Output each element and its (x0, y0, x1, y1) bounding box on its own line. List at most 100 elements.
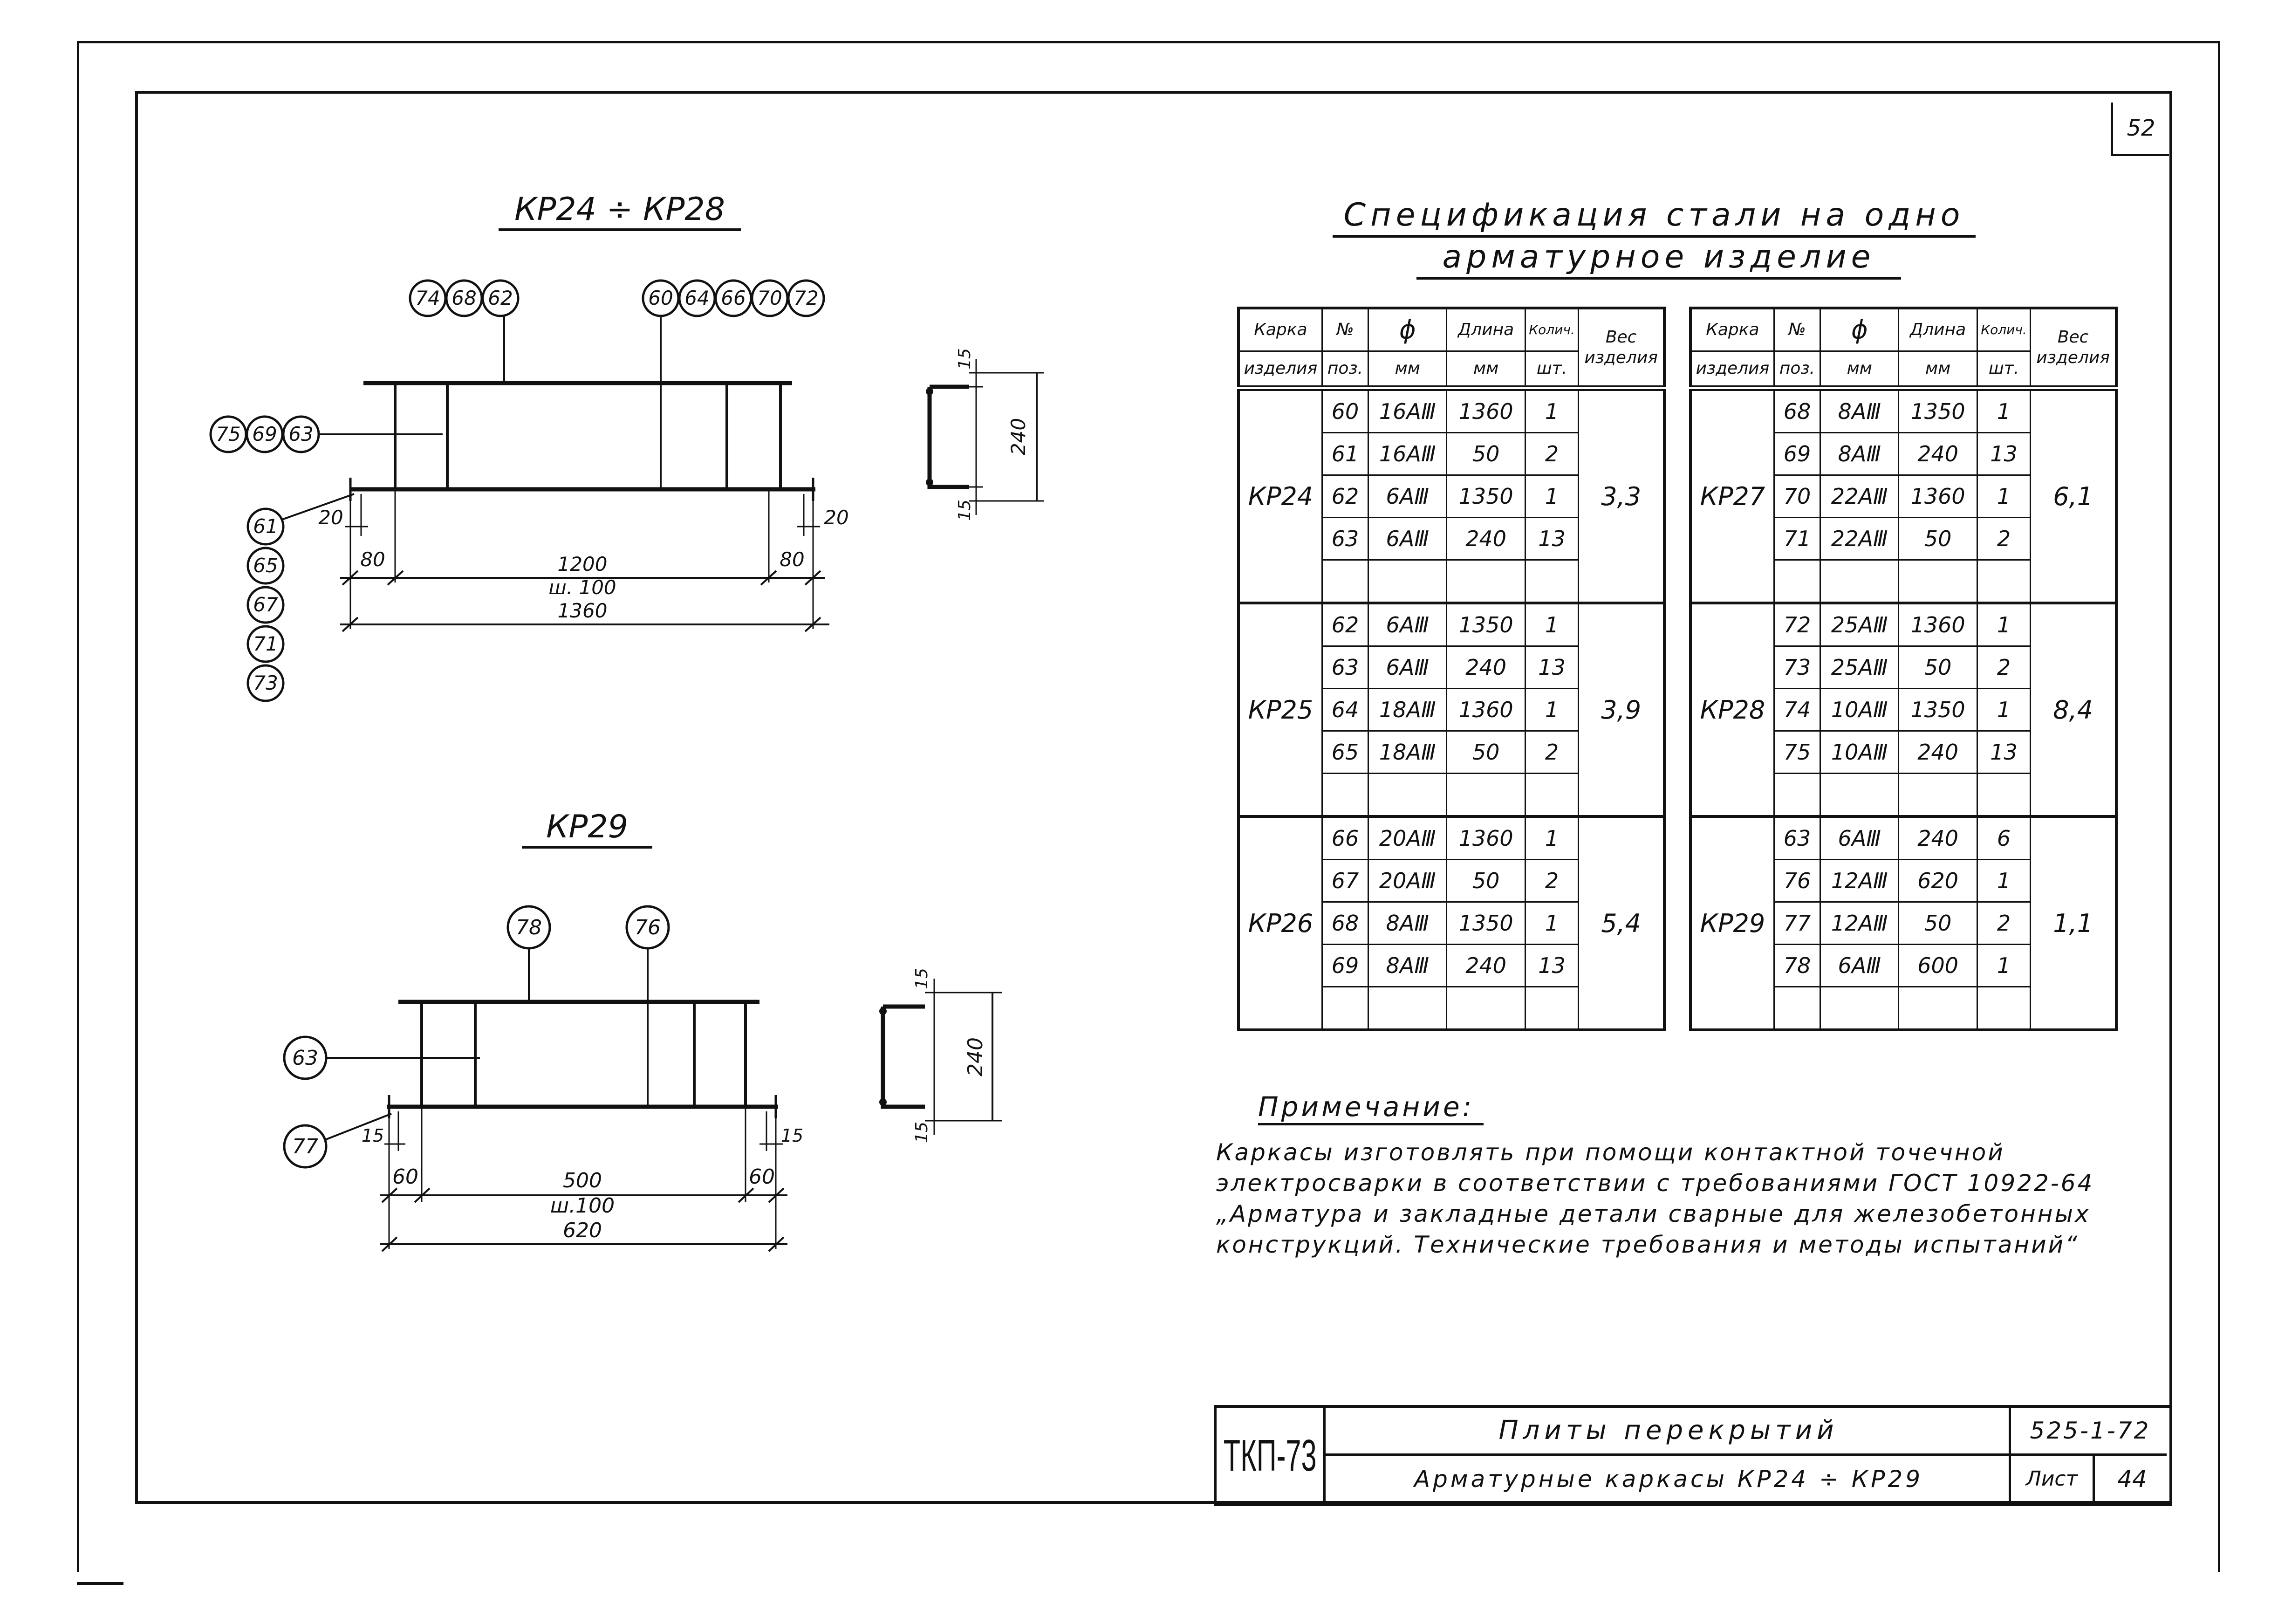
callout-label: 61 (253, 515, 278, 538)
table-cell: 13 (1524, 517, 1580, 561)
table-row (1238, 559, 1664, 604)
table-cell: 2 (1976, 645, 2032, 689)
table-row (1238, 986, 1664, 1031)
table-cell: 6АⅢ (1368, 645, 1448, 689)
note-line: Каркасы изготовлять при помощи контактно… (1216, 1139, 2005, 1166)
table-cell: 2 (1524, 432, 1580, 476)
table-cell (1773, 559, 1821, 604)
weight-cell: 8,4 (2030, 602, 2117, 817)
table-cell (1976, 773, 2032, 817)
stamp-sheet-label: Лист (2025, 1467, 2078, 1491)
table-cell: 25АⅢ (1820, 602, 1900, 647)
table-cell: 22АⅢ (1820, 474, 1900, 518)
table-cell: 1 (1976, 387, 2032, 433)
table-cell: 16АⅢ (1368, 432, 1448, 476)
callout-label: 73 (253, 672, 278, 694)
header-cell: Длина (1446, 307, 1526, 352)
table-cell: 1 (1976, 944, 2032, 987)
callout-label: 66 (721, 287, 746, 309)
callout-label: 68 (451, 287, 476, 309)
table-cell: 6АⅢ (1820, 815, 1900, 860)
weight-cell: 1,1 (2030, 815, 2117, 1031)
dim-label: 60 (749, 1165, 775, 1189)
table-cell: 22АⅢ (1820, 517, 1900, 561)
table-cell: 75 (1773, 730, 1821, 774)
table-cell: 72 (1773, 602, 1821, 647)
table-cell: 61 (1321, 432, 1369, 476)
table-cell: 1350 (1898, 688, 1978, 732)
table-cell: 13 (1976, 432, 2032, 476)
leader-line (281, 493, 355, 521)
callout-label: 78 (516, 916, 542, 939)
header-cell: № (1773, 307, 1821, 352)
table-cell: 240 (1446, 517, 1526, 561)
table-cell: 12АⅢ (1820, 901, 1900, 945)
leader-line (326, 1113, 392, 1140)
title-block: ТКП-73 Плиты перекрытий Арматурные карка… (1214, 1405, 2172, 1506)
table-cell (1524, 559, 1580, 604)
table-cell: 70 (1773, 474, 1821, 518)
table-cell: 68 (1321, 901, 1369, 945)
callout-bubble (246, 586, 285, 624)
table-cell: 50 (1898, 645, 1978, 689)
callout-bubble (246, 507, 285, 546)
dim-label: 15 (955, 348, 974, 370)
table-cell: 2 (1524, 859, 1580, 903)
note-line: „Арматура и закладные детали сварные для… (1216, 1200, 2091, 1227)
table-cell (1773, 773, 1821, 817)
table-cell: 1350 (1898, 387, 1978, 433)
dim-label: 15 (955, 500, 974, 521)
spec-title-line2: арматурное изделие (1416, 238, 1901, 280)
table-cell: 67 (1321, 859, 1369, 903)
table-cell (1773, 986, 1821, 1031)
table-cell (1446, 986, 1526, 1031)
section-view-1 (926, 359, 1044, 515)
callout-bubble (246, 547, 285, 585)
table-cell: 1350 (1446, 901, 1526, 945)
dim-label: 60 (392, 1165, 418, 1189)
table-cell: 1360 (1446, 688, 1526, 732)
callout-label: 77 (292, 1135, 318, 1158)
dim-label: 500 (563, 1169, 602, 1192)
item-name-cell: КР24 (1238, 387, 1323, 604)
table-cell: 69 (1773, 432, 1821, 476)
table-cell: 1 (1524, 474, 1580, 518)
table-cell: 600 (1898, 944, 1978, 987)
table-cell (1321, 559, 1369, 604)
callout-label: 70 (757, 287, 782, 309)
table-cell: 8АⅢ (1820, 387, 1900, 433)
table-cell (1368, 986, 1448, 1031)
table-cell: 6АⅢ (1368, 517, 1448, 561)
callout-bubble (246, 625, 285, 663)
table-cell (1368, 559, 1448, 604)
stamp-code: ТКП-73 (1217, 1408, 1326, 1503)
dim-label: 1360 (558, 599, 608, 622)
callout-group-top-left (409, 279, 520, 317)
table-cell: 1 (1524, 602, 1580, 647)
item-name-cell: КР29 (1690, 815, 1775, 1031)
drawing2-svg: 78 76 63 77 15 15 60 500 60 ш.100 620 15… (283, 905, 1002, 1252)
outer-frame (77, 41, 2220, 1572)
header-cell: Карка (1238, 307, 1323, 352)
table-cell: 1350 (1446, 602, 1526, 647)
table-cell: 62 (1321, 474, 1369, 518)
table-cell: 76 (1773, 859, 1821, 903)
table-cell: 50 (1446, 730, 1526, 774)
drawing2-title: КР29 (522, 809, 652, 849)
drawing1-title: КР24 ÷ КР28 (499, 191, 741, 231)
table-cell: 71 (1773, 517, 1821, 561)
callout-label: 76 (635, 916, 661, 939)
table-cell: 74 (1773, 688, 1821, 732)
table-cell (1321, 986, 1369, 1031)
callout-label: 63 (288, 423, 313, 445)
